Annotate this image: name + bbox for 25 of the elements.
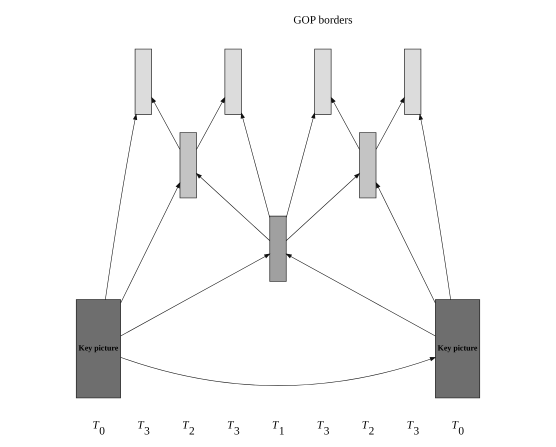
arrow <box>105 114 138 300</box>
arrow <box>330 96 360 150</box>
arrow <box>418 114 451 300</box>
label: GOP borders <box>293 14 353 26</box>
node-bar <box>180 132 197 198</box>
arrow <box>376 182 436 304</box>
arrow <box>286 112 316 218</box>
node-bar <box>404 48 422 115</box>
arrow <box>196 96 226 150</box>
arrow <box>240 112 270 218</box>
node-box: Key picture <box>76 299 121 398</box>
arrow <box>120 182 180 304</box>
node-bar <box>134 48 152 115</box>
arrow <box>286 172 360 241</box>
node-box: Key picture <box>435 299 480 398</box>
arrow <box>196 172 270 241</box>
node-bar <box>224 48 242 115</box>
node-bar <box>359 132 376 198</box>
arrow <box>120 357 436 386</box>
node-bar <box>269 216 287 282</box>
arrow <box>376 96 405 150</box>
node-bar <box>314 48 332 115</box>
arrow <box>151 96 180 150</box>
arrow <box>120 253 270 336</box>
arrow <box>286 253 436 336</box>
